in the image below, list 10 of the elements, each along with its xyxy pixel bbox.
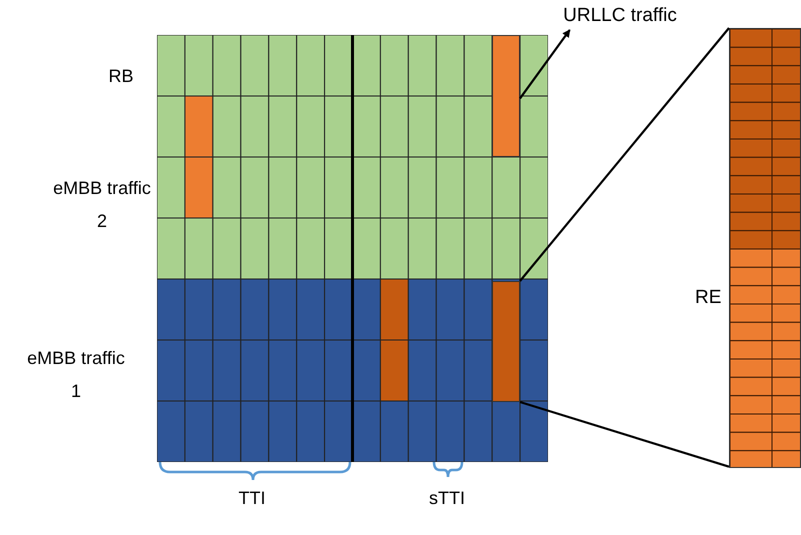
bracket-label: TTI [238, 487, 266, 510]
urllc-block [492, 281, 520, 402]
bracket-label: sTTI [428, 487, 466, 510]
part-label: RE [695, 286, 722, 310]
traffic-label: eMBB traffic 2 [52, 177, 152, 233]
axis-label: RB [107, 65, 134, 88]
traffic-label: eMBB traffic 1 [26, 347, 126, 403]
resource-element-grid [729, 28, 801, 468]
urllc-block [492, 35, 520, 157]
callout-text: URLLC traffic [552, 2, 688, 30]
